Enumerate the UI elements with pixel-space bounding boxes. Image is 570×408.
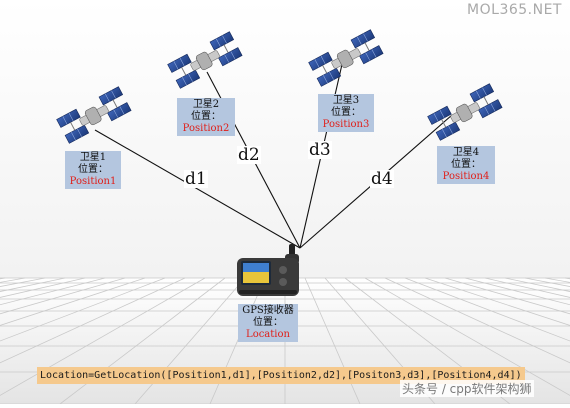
signal-line-1 bbox=[94, 129, 301, 249]
satellite-1-icon bbox=[56, 86, 132, 144]
satellite-2-position-value: Position2 bbox=[182, 123, 230, 134]
gps-receiver-icon bbox=[237, 244, 299, 296]
receiver-position-value: Location bbox=[246, 329, 290, 340]
satellite-2-name: 卫星2 bbox=[192, 99, 220, 110]
satellite-3-name: 卫星3 bbox=[332, 95, 360, 106]
satellite-2-label: 卫星2 位置： Position2 bbox=[177, 98, 235, 136]
satellite-1-label: 卫星1 位置： Position1 bbox=[65, 151, 121, 189]
distance-label-4: d4 bbox=[370, 169, 394, 189]
receiver-label: GPS接收器 位置： Location bbox=[238, 304, 298, 342]
distance-label-2: d2 bbox=[237, 145, 261, 165]
satellite-4-name: 卫星4 bbox=[452, 147, 480, 158]
satellite-3-icon bbox=[308, 29, 384, 87]
satellite-1-position-label: 位置： bbox=[78, 164, 108, 175]
formula: Location=GetLocation([Position1,d1],[Pos… bbox=[37, 367, 525, 384]
distance-label-1: d1 bbox=[184, 169, 208, 189]
satellite-2-position-label: 位置： bbox=[191, 111, 221, 122]
sky-background bbox=[0, 0, 570, 278]
satellite-4-position-label: 位置： bbox=[451, 159, 481, 170]
satellite-3-label: 卫星3 位置： Position3 bbox=[318, 94, 374, 132]
satellite-3-position-value: Position3 bbox=[322, 119, 370, 130]
receiver-position-label: 位置： bbox=[253, 317, 283, 328]
satellite-1-position-value: Position1 bbox=[69, 176, 117, 187]
satellite-4-label: 卫星4 位置： Position4 bbox=[437, 146, 495, 184]
receiver-name: GPS接收器 bbox=[242, 305, 294, 316]
distance-label-3: d3 bbox=[308, 140, 332, 160]
satellite-2-icon bbox=[167, 31, 243, 89]
watermark: MOL365.NET bbox=[467, 2, 562, 18]
satellite-3-position-label: 位置： bbox=[331, 107, 361, 118]
satellite-4-position-value: Position4 bbox=[442, 171, 490, 182]
satellite-1-name: 卫星1 bbox=[79, 152, 107, 163]
credit: 头条号 / cpp软件架构狮 bbox=[400, 380, 534, 397]
satellite-4-icon bbox=[427, 83, 503, 141]
